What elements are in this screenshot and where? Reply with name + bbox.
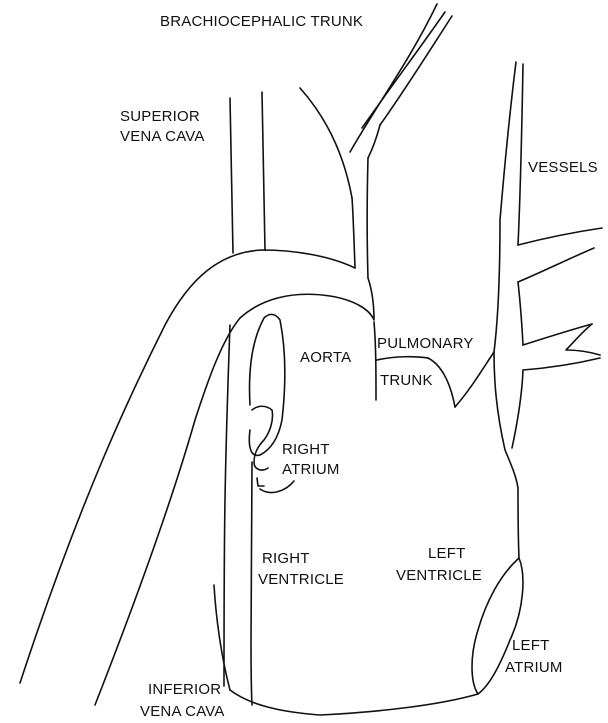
brachiocephalic-trunk-label: BRACHIOCEPHALIC TRUNK [160, 13, 363, 30]
vessels-lower-down [512, 370, 523, 448]
left-atrium-label-line2: ATRIUM [505, 659, 563, 676]
superior-vena-cava-right-wall [262, 92, 265, 250]
vessels-branch-lower-b [523, 358, 600, 370]
brachiocephalic-right-wall [367, 158, 368, 278]
vessels-left-wall [494, 62, 516, 352]
inferior-vena-cava-label-line1: INFERIOR [148, 681, 221, 698]
right-atrium-label-line2: ATRIUM [282, 461, 340, 478]
superior-vena-cava-left-wall [230, 98, 233, 253]
right-atrium-label-line1: RIGHT [282, 441, 330, 458]
right-ventricle-label-line1: RIGHT [262, 550, 310, 567]
pulmonary-label: PULMONARY [377, 335, 474, 352]
superior-vena-cava-label-line1: SUPERIOR [120, 108, 200, 125]
right-ventricle-border [214, 585, 230, 690]
trunk-label: TRUNK [380, 372, 433, 389]
vessels-branch-lower-notch [566, 324, 600, 355]
aorta-inner-wall [95, 278, 374, 705]
left-ventricle-label-line1: LEFT [428, 545, 465, 562]
inferior-vena-cava-label-line2: VENA CAVA [140, 703, 225, 720]
pulmonary-trunk-left-wall [374, 322, 376, 400]
brachiocephalic-right-wall-join [368, 125, 380, 158]
brachiocephalic-left-branch-outer [300, 88, 352, 198]
heart-apex-bottom [230, 690, 478, 715]
inferior-vena-cava-left-wall [224, 325, 230, 686]
brachiocephalic-right-branch-c [380, 16, 452, 125]
vessels-branch-upper [518, 228, 602, 245]
right-atrium-flow-arrow [260, 481, 294, 492]
aorta-label: AORTA [300, 349, 351, 366]
left-ventricle-label-line2: VENTRICLE [396, 567, 482, 584]
pulmonary-trunk-mid-line [377, 357, 428, 360]
pulmonary-trunk-right-wall [455, 352, 494, 407]
right-atrium-arrowhead [257, 478, 264, 486]
vessels-branch-middle [518, 248, 594, 282]
superior-vena-cava-label-line2: VENA CAVA [120, 128, 205, 145]
left-atrium-label-line1: LEFT [512, 637, 549, 654]
right-atrium-inner-fold [252, 406, 273, 470]
vessels-label: VESSELS [528, 159, 598, 176]
vessels-lower-upper-edge [518, 282, 523, 345]
vessels-right-wall [518, 64, 523, 245]
right-ventricle-label-line2: VENTRICLE [258, 571, 344, 588]
inferior-vena-cava-right-wall [251, 462, 252, 705]
brachiocephalic-right-branch-b [362, 12, 445, 128]
brachiocephalic-left-wall [352, 198, 355, 268]
left-heart-outline [494, 352, 519, 558]
